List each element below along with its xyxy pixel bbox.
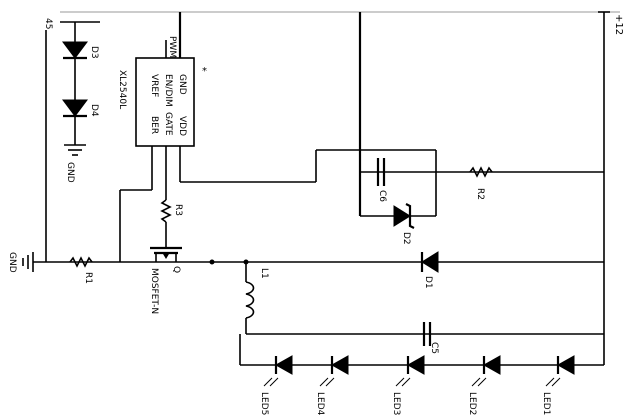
vdd-supply-network: C6 R2 D2 bbox=[358, 12, 604, 245]
label-45: 45 bbox=[43, 18, 53, 29]
ic-xl2540l: XL2540L * GND EN/DIM VREF VDD GATE BER P… bbox=[117, 12, 207, 147]
label-plus12: +12 bbox=[613, 14, 624, 35]
led2: LED2 bbox=[467, 355, 501, 415]
led4: LED4 bbox=[315, 355, 349, 416]
label-led3: LED3 bbox=[391, 392, 401, 415]
label-led2: LED2 bbox=[467, 392, 477, 415]
label-d1: D1 bbox=[423, 276, 433, 289]
label-d3: D3 bbox=[89, 46, 99, 59]
label-d4: D4 bbox=[89, 104, 99, 117]
capacitor-c5: C5 bbox=[246, 322, 604, 354]
pin-ber-label: BER bbox=[149, 116, 159, 134]
diode-d4-symbol bbox=[62, 99, 88, 117]
switch-node bbox=[209, 259, 604, 265]
label-r2: R2 bbox=[475, 188, 485, 200]
ground-rail-left: GND bbox=[7, 30, 246, 273]
pin-gate-label: GATE bbox=[163, 112, 173, 136]
pin-pwm-label: PWM bbox=[167, 36, 177, 58]
mosfet-q: Q MOSFET-N bbox=[149, 246, 182, 314]
pin-vref-label: VREF bbox=[149, 74, 159, 97]
label-d2: D2 bbox=[401, 232, 411, 245]
ic-pin1-star: * bbox=[202, 66, 207, 77]
label-r1: R1 bbox=[83, 272, 93, 284]
pin-vdd-label: VDD bbox=[177, 116, 187, 136]
label-gnd-left: GND bbox=[7, 252, 17, 273]
ic-lower-connections: R3 bbox=[119, 146, 436, 262]
label-c6: C6 bbox=[377, 190, 387, 202]
label-q: Q bbox=[171, 266, 181, 273]
led3: LED3 bbox=[391, 355, 425, 415]
ic-part-label: XL2540L bbox=[117, 70, 127, 109]
diode-d3-symbol bbox=[62, 41, 88, 59]
label-r3: R3 bbox=[173, 204, 183, 216]
led1: LED1 bbox=[541, 355, 575, 415]
label-gnd-mid: GND bbox=[65, 162, 75, 183]
label-led1: LED1 bbox=[541, 392, 551, 415]
inductor-l1: L1 bbox=[245, 262, 269, 334]
led-string: LED5 LED4 LED3 LED2 LED1 bbox=[239, 334, 604, 416]
label-led5: LED5 bbox=[259, 392, 269, 415]
pin-gnd-label: GND bbox=[177, 74, 187, 95]
label-mosfet: MOSFET-N bbox=[149, 268, 159, 314]
zener-stack-d3-d4: 45 D3 D4 GND bbox=[43, 18, 100, 183]
pin-endim-label: EN/DIM bbox=[163, 74, 173, 107]
label-c5: C5 bbox=[429, 342, 439, 354]
label-l1: L1 bbox=[259, 268, 269, 279]
supply-rail-plus12: +12 bbox=[598, 11, 624, 365]
resistor-r1: R1 bbox=[69, 256, 93, 284]
label-led4: LED4 bbox=[315, 392, 325, 416]
diode-d1: D1 bbox=[420, 251, 439, 289]
led5: LED5 bbox=[259, 355, 293, 415]
